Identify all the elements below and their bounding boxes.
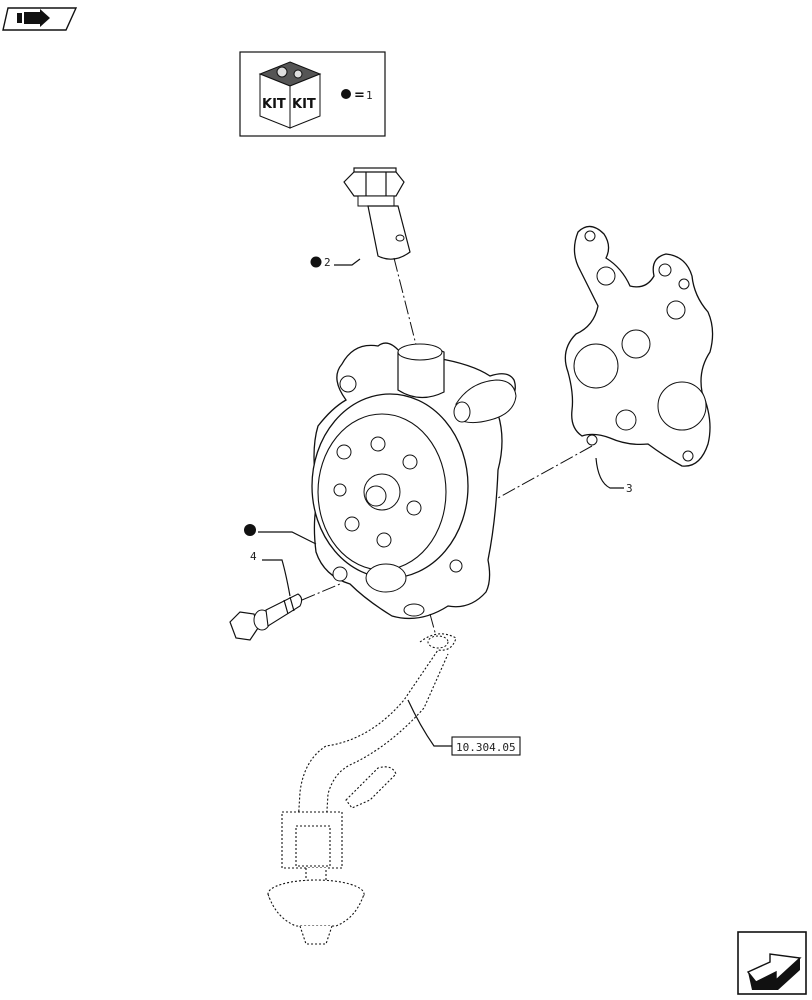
callout-3: 3: [595, 457, 633, 495]
plug-part: [343, 167, 411, 260]
callout-2: 2: [310, 256, 361, 269]
callout-4: 4: [250, 550, 291, 597]
callout-1: [244, 524, 317, 545]
top-nav-button[interactable]: [2, 7, 78, 31]
reference-code: 10.304.05: [456, 741, 516, 754]
kit-label-right: KIT: [292, 97, 316, 112]
kit-value: 1: [366, 89, 373, 102]
bullet-marker: [310, 256, 322, 268]
kit-equals: =: [354, 88, 365, 103]
arrow-down-left-icon: [746, 953, 802, 990]
bolt-part: [229, 593, 303, 641]
kit-box-icon: KIT KIT: [258, 61, 322, 129]
arrow-right-icon: [17, 9, 50, 27]
bullet-marker: [244, 524, 256, 536]
gasket-part: [564, 225, 714, 467]
callout-2-label: 2: [324, 256, 331, 269]
bullet-marker: [341, 89, 351, 99]
bottom-nav-button[interactable]: [737, 931, 807, 995]
reference-callout[interactable]: 10.304.05: [407, 699, 521, 756]
suction-strainer-part: [267, 633, 457, 945]
callout-3-label: 3: [626, 482, 633, 495]
pump-body: [311, 342, 517, 620]
kit-label-left: KIT: [262, 97, 286, 112]
callout-4-label: 4: [250, 550, 257, 563]
kit-legend: KIT KIT = 1: [239, 51, 386, 137]
